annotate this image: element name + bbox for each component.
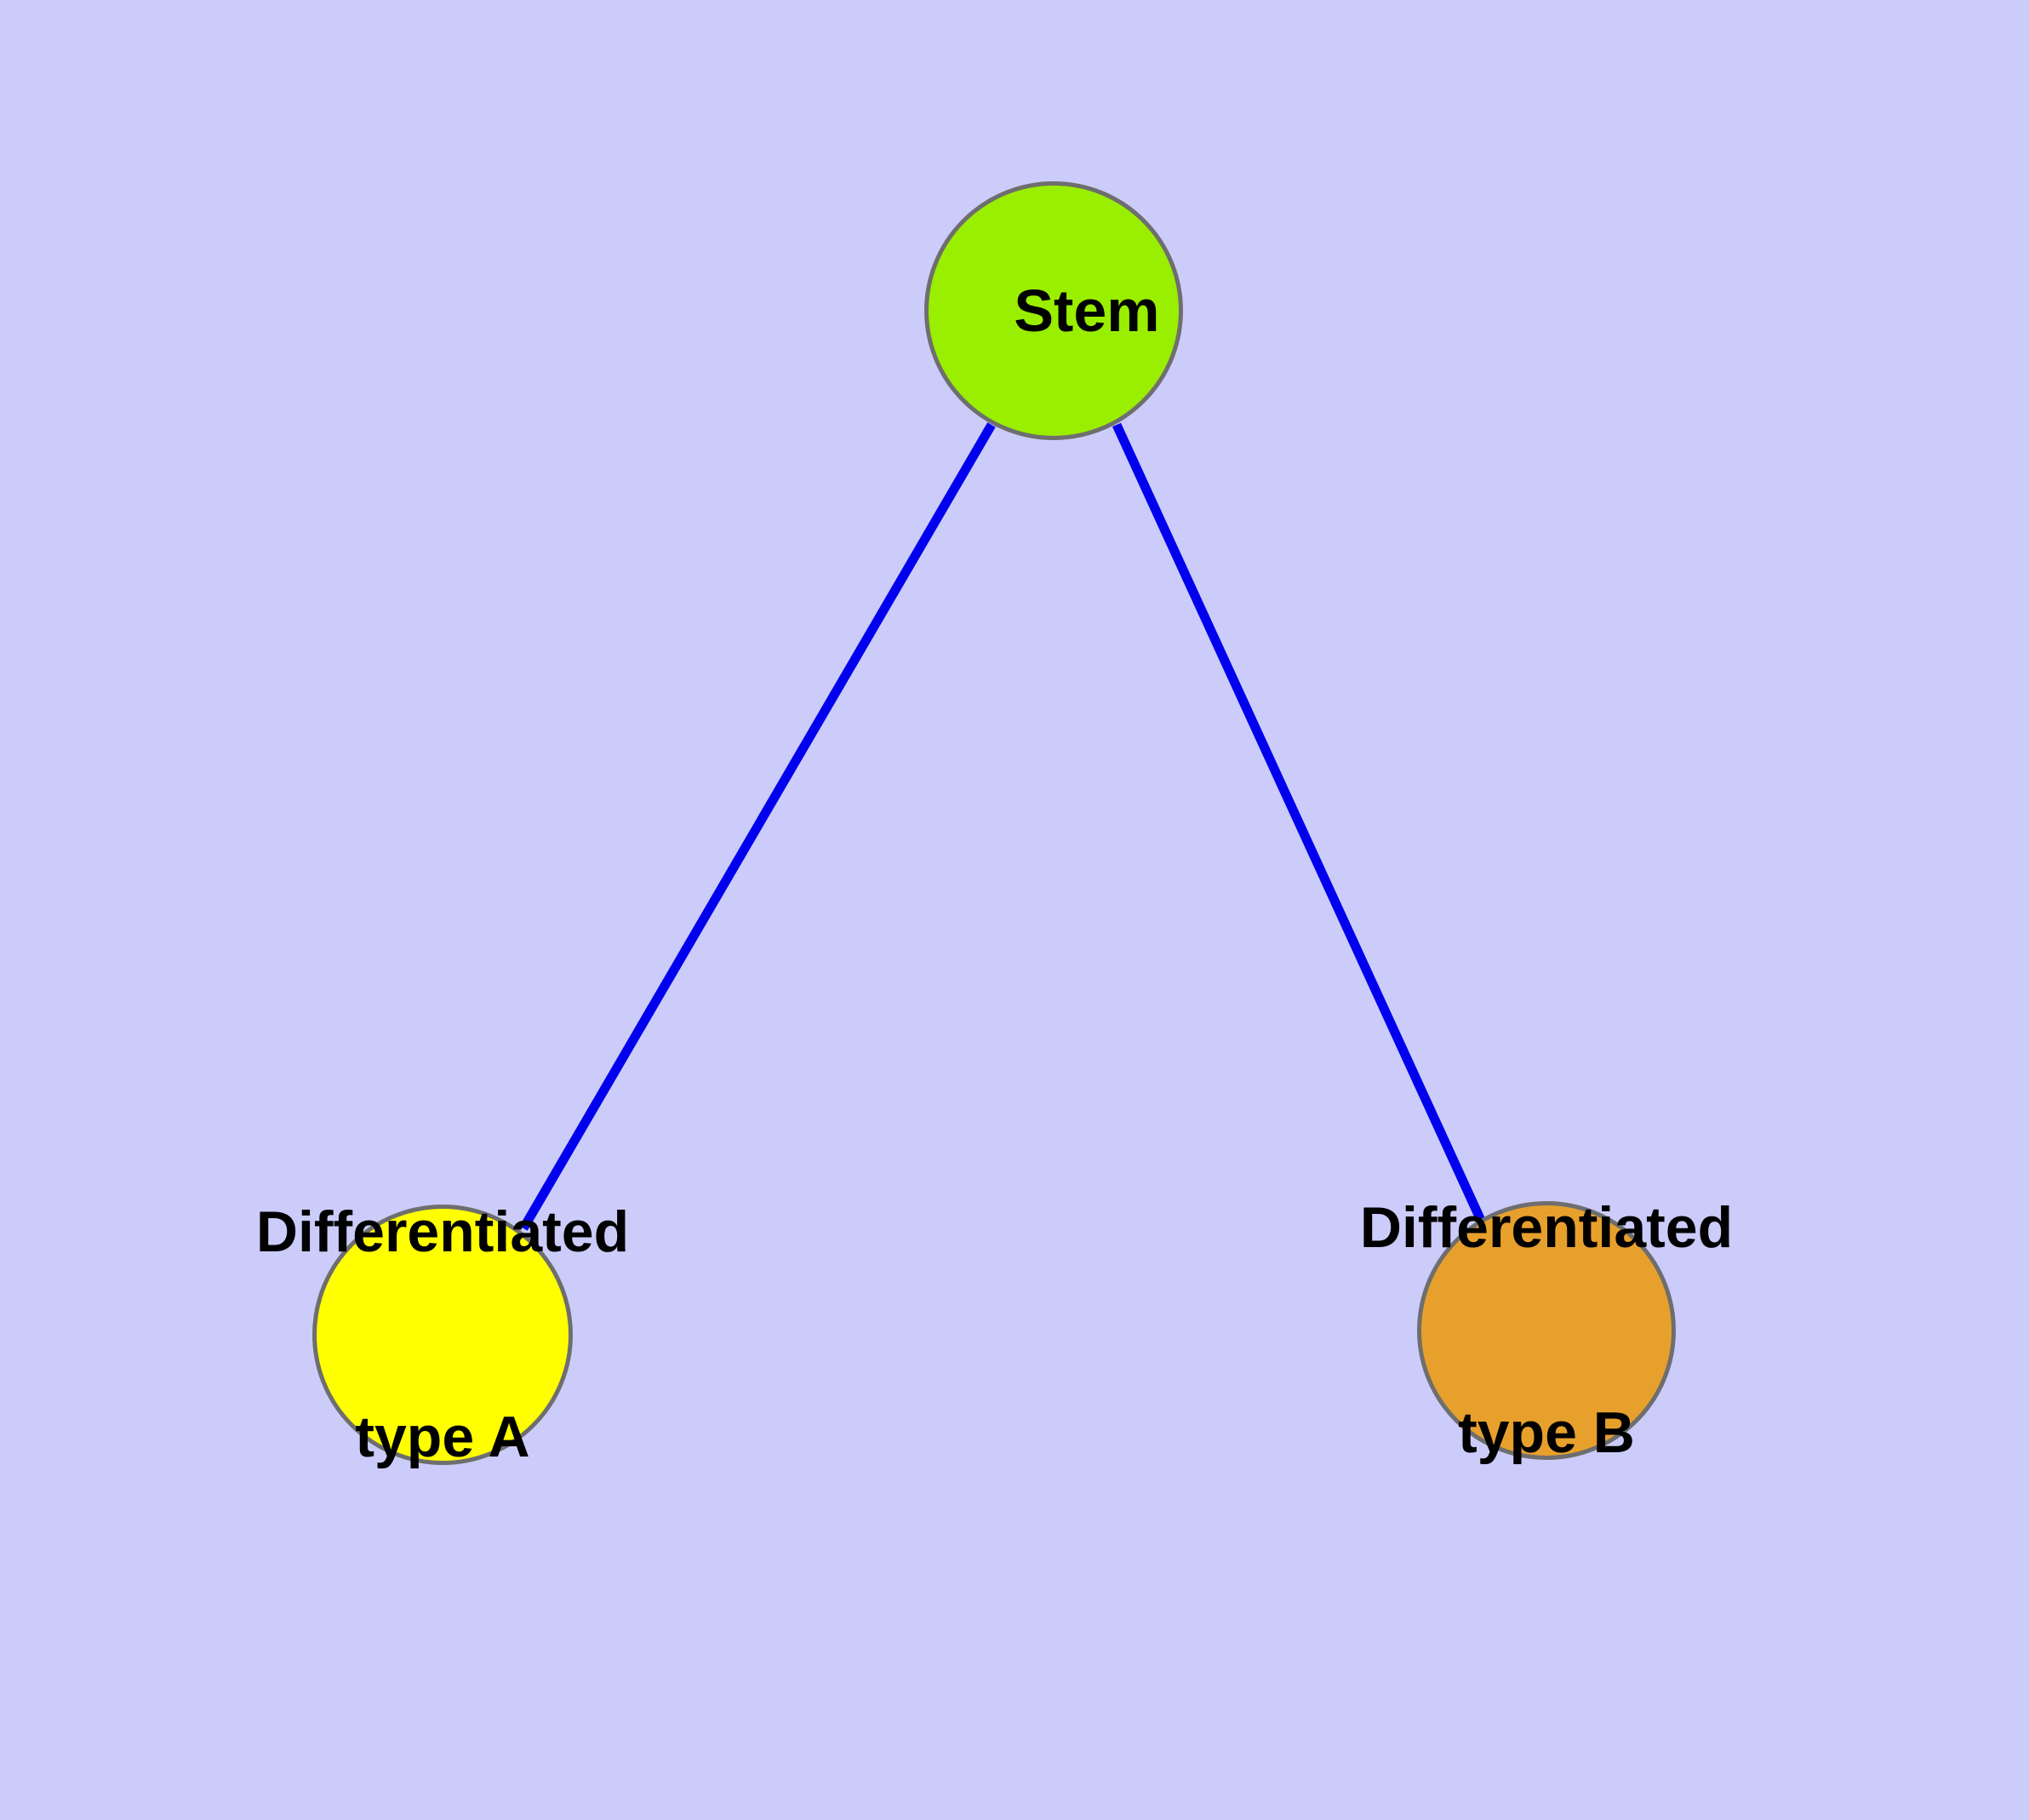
node-layer — [312, 181, 1676, 1465]
edge-layer — [519, 422, 1489, 1231]
node-stem-circle[interactable] — [924, 181, 1183, 440]
node-diff-b-circle[interactable] — [1417, 1201, 1676, 1460]
edge-stem-to-diff-a[interactable] — [519, 422, 996, 1231]
edge-stem-to-diff-b[interactable] — [1112, 422, 1489, 1228]
node-diff-a-circle[interactable] — [312, 1205, 573, 1465]
